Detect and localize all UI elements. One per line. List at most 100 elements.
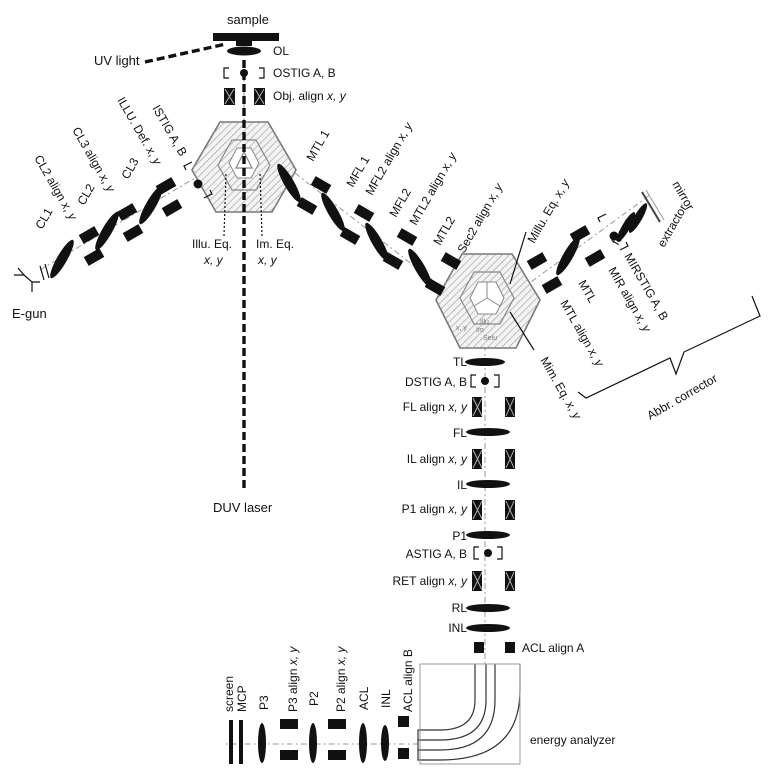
lens-rl	[466, 604, 510, 612]
label-fl: FL	[453, 426, 467, 440]
lens-cl1	[50, 239, 74, 279]
label-cl3-align-xy: x, y	[96, 170, 118, 195]
label-mtl2-align-xy: x, y	[437, 149, 459, 174]
label-rl: RL	[452, 601, 468, 615]
label-obj-align-text: Obj. align	[273, 89, 324, 103]
label-cl3: CL3	[118, 155, 141, 181]
label-mtl-align: MTL align x, y	[557, 298, 607, 370]
prism-array-1	[191, 121, 297, 213]
label-sec2-align-xy: x, y	[484, 180, 506, 205]
acl-align-b-deflector-bottom	[398, 748, 409, 759]
label-astig: ASTIG A, B	[406, 547, 467, 561]
projection-column	[465, 358, 515, 653]
label-il-align-xy: x, y	[447, 452, 468, 466]
label-mim-eq-xy: x, y	[562, 398, 584, 423]
label-mtl1: MTL 1	[303, 127, 332, 163]
label-p1-align: P1 align x, y	[402, 502, 468, 516]
illu-def-deflector-b	[161, 199, 183, 217]
lens-cl3	[139, 185, 163, 225]
label-obj-align: Obj. align x, y	[273, 89, 347, 103]
label-mir-align-xy: x, y	[632, 310, 654, 335]
label-fl-align-text: FL align	[403, 400, 445, 414]
transfer-section	[277, 163, 462, 296]
label-mfl2-align-text: MFL2 align	[362, 139, 404, 197]
lens-focus	[616, 212, 636, 242]
label-p3: P3	[257, 695, 271, 710]
label-egun: E-gun	[12, 306, 47, 321]
label-millu-eq: Millu. Eq. x, y	[524, 176, 572, 246]
label-mim-eq: Mim. Eq. x, y	[537, 355, 584, 423]
label-p3-align-xy: x, y	[286, 646, 300, 667]
cl2-align-deflector-a	[78, 226, 100, 244]
label-ol: OL	[273, 44, 289, 58]
label-ret-align-xy: x, y	[447, 574, 468, 588]
mir-align-deflector-a	[569, 225, 591, 243]
label-p3-align: P3 align x, y	[286, 646, 300, 712]
label-mfl2-align: MFL2 align x, y	[362, 119, 415, 197]
label-im-eq: Im. Eq.	[256, 237, 294, 251]
label-p1: P1	[452, 529, 467, 543]
sec2-align-deflector-a	[396, 228, 418, 246]
label-obj-align-xy: x, y	[326, 89, 347, 103]
label-screen: screen	[222, 676, 236, 712]
lens-cl2	[95, 211, 119, 251]
p2-align-deflector-top	[328, 719, 346, 729]
label-p1-align-text: P1 align	[402, 502, 445, 516]
lens-p1	[466, 531, 510, 539]
label-illu-def-text: ILLU. Def.	[114, 95, 153, 149]
label-inl: INL	[448, 621, 467, 635]
prism-array-2: Illu Im Selu x, y	[435, 253, 541, 349]
lens-fl	[466, 428, 510, 436]
label-p2: P2	[307, 691, 321, 706]
lens-mtl2	[408, 248, 432, 288]
label-duv-laser: DUV laser	[213, 500, 273, 515]
cl3-align-deflector-a	[116, 203, 138, 221]
lens-extractor	[628, 203, 648, 233]
label-dstig: DSTIG A, B	[405, 375, 467, 389]
mir-align-deflector-b	[584, 249, 606, 267]
istig-stigmator	[193, 179, 203, 189]
prism2-illu-text: Illu	[480, 319, 489, 326]
label-mtl: MTL	[575, 278, 599, 306]
label-p2-align-text: P2 align	[334, 669, 348, 712]
label-il-align: IL align x, y	[407, 452, 468, 466]
acl-align-a-deflector-left	[474, 642, 484, 653]
label-mtl2: MTL2	[430, 214, 458, 248]
lens-inl-bottom	[381, 725, 389, 761]
cl3-align-deflector-b	[122, 224, 144, 242]
acl-align-b-deflector-top	[398, 716, 409, 727]
label-mtl2-align: MTL2 align x, y	[406, 149, 459, 227]
lens-ol	[227, 46, 261, 56]
sec2-deflector-c	[440, 252, 462, 270]
mcp-plate	[239, 720, 243, 764]
label-sec2-align: Sec2 align x, y	[454, 180, 506, 255]
objective-column	[223, 46, 265, 105]
label-acl-align-a: ACL align A	[522, 641, 584, 655]
p3-align-deflector-bottom	[280, 750, 298, 760]
p2-align-deflector-bottom	[328, 750, 346, 760]
label-ostig: OSTIG A, B	[273, 66, 336, 80]
illumination-column	[14, 161, 213, 292]
label-mtl-align-xy: x, y	[585, 345, 607, 370]
mtl2-align-deflector-b	[339, 227, 361, 245]
label-cl2: CL2	[74, 181, 97, 207]
abbr-corrector-bracket	[577, 295, 761, 399]
dstig-stigmator	[481, 377, 489, 385]
mtl-align-deflector-a	[526, 252, 548, 270]
illu-def-deflector-a	[155, 177, 177, 195]
label-mcp: MCP	[235, 685, 249, 712]
label-illu-def-xy: x, y	[143, 143, 165, 168]
label-fl-align: FL align x, y	[403, 400, 468, 414]
label-p3-align-text: P3 align	[286, 669, 300, 712]
label-ret-align: RET align x, y	[393, 574, 468, 588]
label-p2-align: P2 align x, y	[334, 646, 348, 712]
label-tl: TL	[453, 355, 467, 369]
label-illu-eq: Illu. Eq.	[192, 237, 232, 251]
label-mfl2-align-xy: x, y	[393, 119, 415, 144]
p3-align-deflector-top	[280, 719, 298, 729]
sample-holder	[213, 33, 279, 46]
lens-acl	[359, 723, 367, 763]
label-acl-align-b: ACL align B	[401, 649, 415, 712]
mfl2-align-deflector-b	[296, 197, 318, 215]
